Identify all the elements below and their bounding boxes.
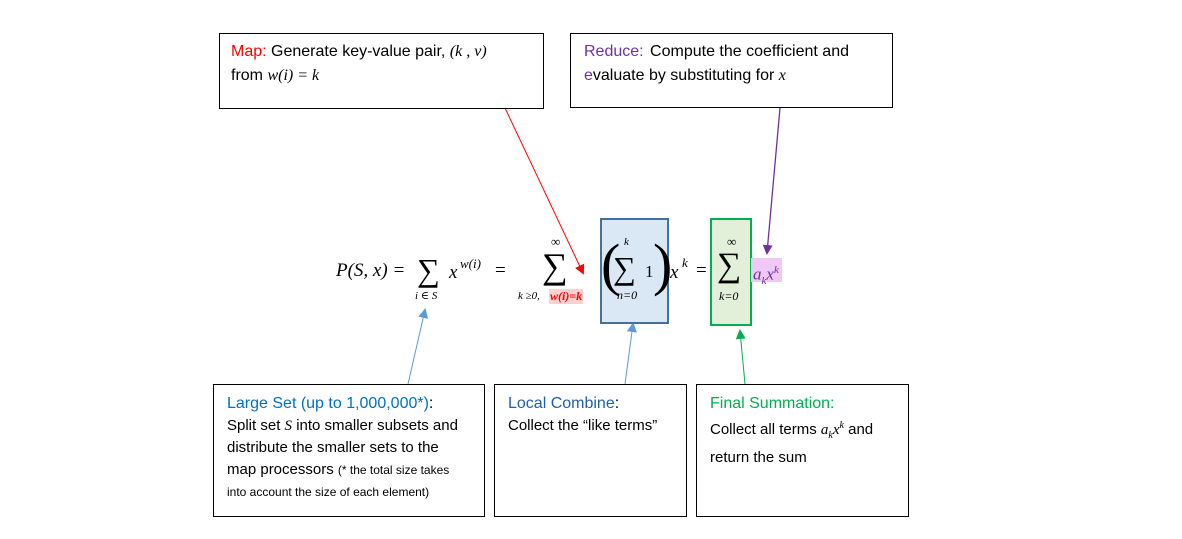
sum-3-sigma: ∑: [717, 247, 742, 284]
local-combine-text: Collect the “like terms”: [508, 417, 658, 434]
outer-x: x: [670, 262, 679, 283]
sum-1-sup: w(i): [460, 256, 481, 271]
large-set-title-line: Large Set (up to 1,000,000*):: [227, 393, 484, 415]
large-set-note-1: (* the total size takes: [337, 463, 450, 477]
outer-x-sup: k: [682, 255, 688, 270]
equation-lhs: P(S, x) =: [336, 260, 406, 281]
large-set-var: S: [284, 418, 293, 434]
final-text-1a: Collect all terms: [710, 421, 817, 438]
large-set-line-2: distribute the smaller sets to the: [227, 439, 439, 456]
sum-3-lower: k=0: [719, 289, 739, 303]
inner-sigma: ∑: [613, 250, 636, 286]
map-title: Map:: [231, 43, 267, 60]
inner-right-paren: ): [653, 232, 673, 297]
final-line-1: Collect all terms akxk and: [710, 415, 908, 447]
sum-2-lower-b: w(i)=k: [549, 289, 584, 304]
reduce-arrow: [762, 107, 781, 255]
map-arrow: [504, 107, 585, 275]
map-text: Generate key-value pair,: [271, 43, 446, 60]
map-from: from: [231, 67, 263, 84]
equals-1: =: [495, 260, 506, 281]
large-set-colon: :: [428, 395, 434, 412]
reduce-text-2: valuate by substituting for: [592, 67, 775, 84]
final-term-highlight: akxk: [751, 258, 782, 287]
reduce-var: x: [778, 67, 786, 84]
equals-2: =: [696, 260, 707, 281]
reduce-box: Reduce: Compute the coefficient and eval…: [570, 33, 893, 108]
local-combine-box: Local Combine: Collect the “like terms”: [494, 384, 687, 517]
large-set-note-2: into account the size of each element): [227, 485, 430, 499]
local-combine-title-line: Local Combine:: [508, 393, 686, 415]
large-set-line-1: Split set S into smaller subsets and: [227, 415, 484, 437]
local-combine-highlight: [600, 218, 669, 324]
sum-3-infinity: ∞: [727, 234, 737, 249]
sum-2-infinity: ∞: [551, 234, 561, 249]
final-term: akxk: [820, 420, 844, 441]
inner-lower: n=0: [617, 288, 638, 302]
map-condition: w(i) = k: [267, 67, 320, 84]
map-line-1: Map: Generate key-value pair, (k , v): [231, 40, 543, 64]
map-pair: (k , v): [449, 43, 487, 60]
final-title: Final Summation:: [710, 395, 835, 412]
large-set-text-1a: Split set: [227, 417, 281, 434]
map-line-2: from w(i) = k: [231, 64, 543, 88]
sum-1-x: x: [449, 262, 458, 283]
final-box: Final Summation: Collect all terms akxk …: [696, 384, 909, 517]
reduce-text-1: Compute the coefficient and: [650, 43, 849, 60]
large-set-box: Large Set (up to 1,000,000*): Split set …: [213, 384, 485, 517]
large-set-arrow: [407, 308, 429, 385]
reduce-line-1: Reduce: Compute the coefficient and: [584, 40, 892, 64]
large-set-line-3: map processors (* the total size takes: [227, 459, 484, 481]
sum-1-sigma: ∑: [417, 252, 440, 288]
inner-one: 1: [645, 262, 654, 281]
final-line-2: return the sum: [710, 449, 807, 466]
sum-2-sigma: ∑: [542, 246, 568, 286]
reduce-line-2: evaluate by substituting for x: [584, 64, 892, 88]
large-set-text-3: map processors: [227, 461, 334, 478]
sum-1-lower: i ∈ S: [415, 290, 438, 302]
reduce-e-letter: e: [584, 67, 593, 84]
large-set-title: Large Set (up to 1,000,000*): [227, 395, 429, 412]
reduce-title: Reduce:: [584, 43, 644, 60]
local-combine-arrow: [624, 322, 637, 385]
local-combine-colon: :: [614, 395, 620, 412]
final-text-1b: and: [848, 421, 874, 438]
final-arrow: [735, 329, 746, 385]
map-box: Map: Generate key-value pair, (k , v) fr…: [219, 33, 544, 109]
inner-upper: k: [624, 236, 629, 248]
inner-left-paren: (: [601, 232, 621, 297]
local-combine-title: Local Combine: [508, 395, 615, 412]
large-set-text-1b: into smaller subsets and: [296, 417, 458, 434]
sum-2-lower-a: k ≥0,: [518, 290, 540, 302]
